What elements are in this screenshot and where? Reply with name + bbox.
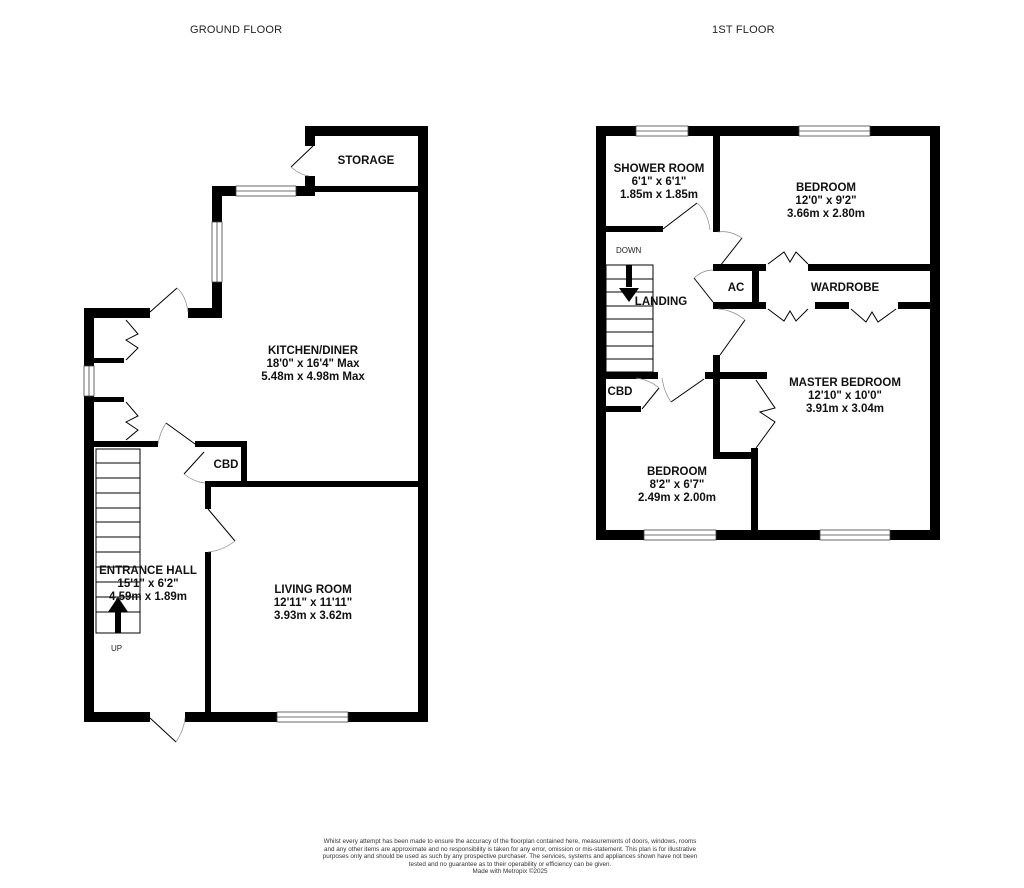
- room-imperial: 12'11" x 11'11": [273, 597, 353, 609]
- room-name: BEDROOM: [795, 182, 857, 194]
- room-metric: 4.59m x 1.89m: [108, 591, 187, 603]
- room-bedroom-front: BEDROOM 12'0" x 9'2" 3.66m x 2.80m: [787, 182, 865, 221]
- room-ac: AC: [728, 282, 745, 295]
- room-metric: 3.91m x 3.04m: [805, 403, 884, 415]
- room-living-room: LIVING ROOM 12'11" x 11'11" 3.93m x 3.62…: [274, 584, 352, 623]
- room-metric: 2.49m x 2.00m: [637, 492, 717, 504]
- room-metric: 3.93m x 3.62m: [273, 610, 352, 622]
- up-arrow-icon: [108, 597, 128, 633]
- first-floor-windows: [635, 125, 891, 541]
- room-cbd-ground: CBD: [214, 459, 239, 472]
- disclaimer: Whilst every attempt has been made to en…: [320, 838, 700, 876]
- disclaimer-text: Whilst every attempt has been made to en…: [322, 838, 698, 868]
- ground-floor-walls: [84, 126, 428, 722]
- room-bedroom-small: BEDROOM 8'2" x 6'7" 2.49m x 2.00m: [638, 466, 716, 505]
- room-entrance-hall: ENTRANCE HALL 15'1" x 6'2" 4.59m x 1.89m: [99, 565, 197, 604]
- room-name: CBD: [607, 386, 633, 398]
- first-floor-walls: [596, 126, 940, 540]
- room-name: CBD: [213, 459, 239, 471]
- room-metric: 5.48m x 4.98m Max: [261, 371, 365, 383]
- room-name: WARDROBE: [810, 282, 880, 294]
- room-imperial: 12'0" x 9'2": [795, 195, 857, 207]
- room-name: BEDROOM: [646, 466, 708, 478]
- ground-floor-title: GROUND FLOOR: [190, 24, 283, 36]
- stair-label-down: DOWN: [616, 246, 642, 255]
- room-shower-room: SHOWER ROOM 6'1" x 6'1" 1.85m x 1.85m: [614, 163, 705, 202]
- room-name: ENTRANCE HALL: [99, 565, 197, 577]
- ground-floor-windows: [83, 185, 349, 723]
- room-name: MASTER BEDROOM: [789, 377, 901, 389]
- room-imperial: 8'2" x 6'7": [649, 479, 705, 491]
- down-arrow-icon: [619, 265, 639, 302]
- room-landing: LANDING: [635, 296, 687, 309]
- room-metric: 1.85m x 1.85m: [619, 189, 699, 201]
- stair-label-up: UP: [111, 644, 123, 653]
- first-floor-stairs: [605, 264, 654, 373]
- room-name: LANDING: [634, 296, 688, 308]
- room-imperial: 12'10" x 10'0": [808, 390, 882, 402]
- ground-floor-doors: [125, 145, 314, 743]
- room-kitchen-diner: KITCHEN/DINER 18'0" x 16'4" Max 5.48m x …: [261, 345, 365, 384]
- room-metric: 3.66m x 2.80m: [786, 208, 866, 220]
- room-name: STORAGE: [337, 155, 395, 167]
- room-cbd-first: CBD: [608, 386, 633, 399]
- room-storage: STORAGE: [338, 155, 395, 168]
- room-imperial: 6'1" x 6'1": [631, 176, 687, 188]
- first-floor-doors: [635, 202, 897, 449]
- room-name: LIVING ROOM: [274, 584, 352, 596]
- room-imperial: 15'1" x 6'2": [117, 578, 179, 590]
- room-name: KITCHEN/DINER: [267, 345, 359, 357]
- credit-text: Made with Metropix ©2025: [472, 868, 548, 876]
- room-master-bedroom: MASTER BEDROOM 12'10" x 10'0" 3.91m x 3.…: [789, 377, 901, 416]
- room-name: AC: [727, 282, 745, 294]
- first-floor-title: 1ST FLOOR: [712, 24, 775, 36]
- room-name: SHOWER ROOM: [613, 163, 705, 175]
- room-wardrobe: WARDROBE: [811, 282, 879, 295]
- room-imperial: 18'0" x 16'4" Max: [266, 358, 360, 370]
